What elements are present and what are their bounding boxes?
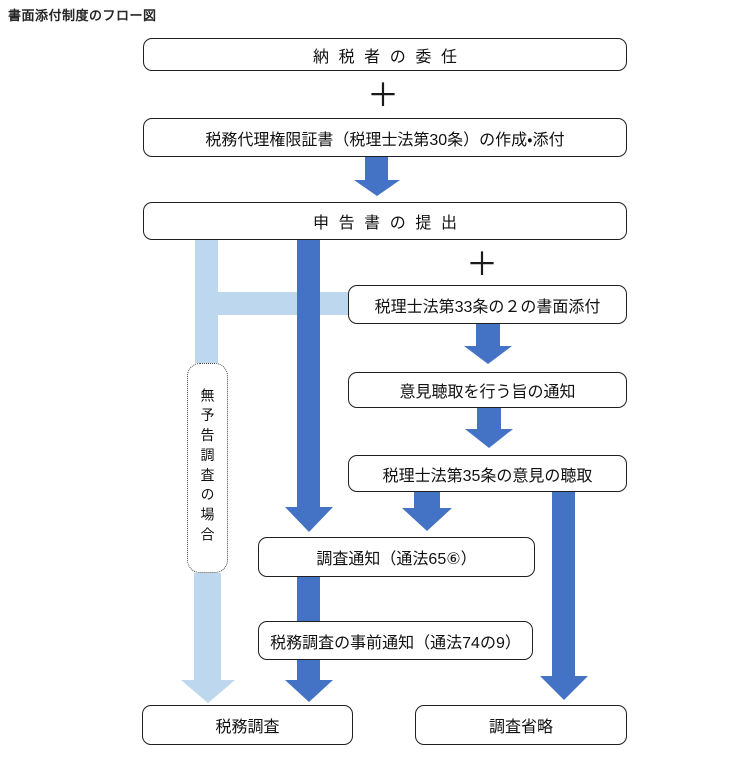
connector-primary-vertical (297, 577, 320, 621)
arrowhead-down-icon (465, 429, 513, 448)
arrowhead-down-icon (354, 180, 400, 196)
box-investigation-notice: 調査通知（通法65⑥） (258, 537, 535, 577)
box-opinion-hearing: 税理士法第35条の意見の聴取 (348, 455, 627, 492)
box-no-advance-notice-case-label: 無予告調査の場合 (199, 388, 216, 548)
box-tax-investigation-label: 税務調査 (215, 719, 280, 736)
arrowhead-down-icon (285, 680, 333, 702)
box-tax-investigation: 税務調査 (142, 705, 353, 745)
connector-light-horizontal (195, 292, 348, 315)
box-investigation-omitted: 調査省略 (415, 705, 627, 745)
arrowhead-down-icon (181, 680, 235, 703)
connector-primary-vertical (552, 492, 575, 676)
arrow-shaft (476, 324, 500, 346)
box-taxpayer-delegation-label: 納税者の委任 (312, 48, 467, 66)
plus-icon: ＋ (366, 77, 399, 113)
box-return-filing: 申告書の提出 (143, 202, 627, 240)
arrowhead-down-icon (285, 507, 333, 532)
diagram-title: 書面添付制度のフロー図 (8, 8, 157, 23)
box-return-filing-label: 申告書の提出 (312, 215, 467, 232)
box-taxpayer-delegation: 納税者の委任 (143, 38, 627, 71)
box-tax-agent-certificate: 税務代理権限証書（税理士法第30条）の作成・添付 (143, 118, 627, 157)
box-document-attachment: 税理士法第33条の２の書面添付 (348, 285, 627, 324)
box-tax-agent-certificate-label: 税務代理権限証書（税理士法第30条）の作成・添付 (205, 131, 565, 149)
arrowhead-down-icon (540, 676, 588, 700)
box-no-advance-notice-case: 無予告調査の場合 (187, 363, 228, 573)
arrowhead-down-icon (402, 508, 452, 531)
box-opinion-hearing-notice: 意見聴取を行う旨の通知 (348, 372, 627, 408)
arrowhead-down-icon (464, 346, 512, 364)
connector-light-vertical (194, 573, 221, 681)
box-advance-notice: 税務調査の事前通知（通法74の9） (258, 621, 533, 660)
box-advance-notice-label: 税務調査の事前通知（通法74の9） (270, 634, 521, 652)
box-investigation-omitted-label: 調査省略 (488, 719, 553, 736)
box-opinion-hearing-notice-label: 意見聴取を行う旨の通知 (399, 384, 576, 401)
arrow-shaft (365, 157, 388, 180)
arrow-shaft (297, 660, 320, 680)
box-document-attachment-label: 税理士法第33条の２の書面添付 (374, 298, 601, 316)
arrow-shaft (414, 492, 440, 508)
plus-icon: ＋ (465, 246, 498, 282)
box-investigation-notice-label: 調査通知（通法65⑥） (316, 551, 477, 568)
connector-primary-vertical (297, 240, 320, 507)
arrow-shaft (477, 408, 501, 429)
box-opinion-hearing-label: 税理士法第35条の意見の聴取 (382, 467, 593, 485)
